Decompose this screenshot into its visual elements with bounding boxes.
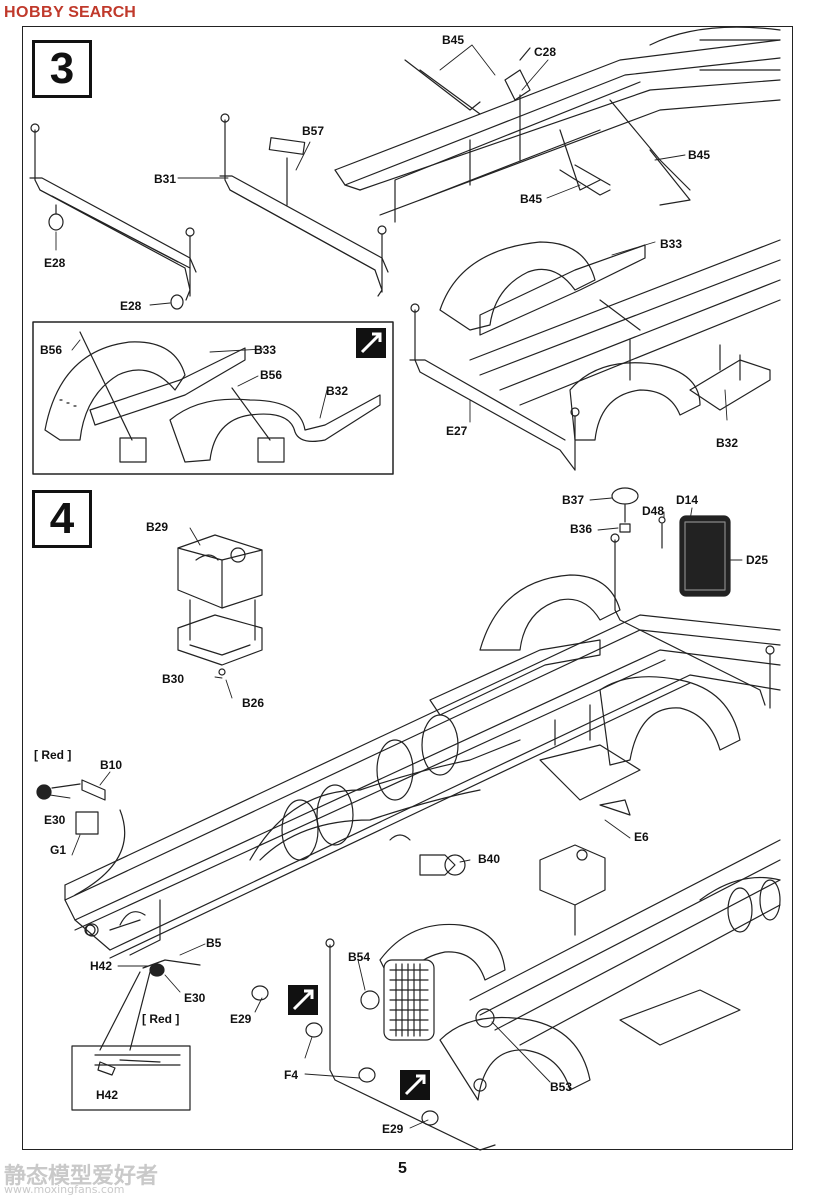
chassis-frame-step4 bbox=[64, 533, 781, 959]
label-b56-inset-right: B56 bbox=[260, 368, 283, 382]
label-e27: E27 bbox=[446, 424, 468, 438]
label-b45-lower: B45 bbox=[520, 192, 543, 206]
instruction-page-frame bbox=[22, 26, 793, 1150]
leader-lines bbox=[49, 44, 743, 1129]
inset-fenders bbox=[44, 331, 381, 463]
label-b31: B31 bbox=[154, 172, 177, 186]
label-d14: D14 bbox=[676, 493, 699, 507]
label-b32-chassis: B32 bbox=[716, 436, 739, 450]
label-e30-right: E30 bbox=[184, 991, 206, 1005]
logo-brand: HOBBY bbox=[4, 4, 65, 21]
step-3-number: 3 bbox=[32, 40, 92, 98]
front-rail-middle bbox=[219, 113, 389, 297]
b40-part bbox=[389, 834, 466, 876]
fuel-tank-b29 bbox=[177, 534, 263, 641]
label-c28: C28 bbox=[534, 45, 557, 59]
radiator-d25 bbox=[679, 515, 731, 597]
label-red-bottom: [ Red ] bbox=[142, 1012, 180, 1026]
label-b5: B5 bbox=[206, 936, 222, 950]
label-e29-left: E29 bbox=[230, 1012, 252, 1026]
label-e28-bottom: E28 bbox=[120, 299, 142, 313]
label-e29-bottom: E29 bbox=[382, 1122, 404, 1136]
label-f4: F4 bbox=[284, 1068, 299, 1082]
label-b29: B29 bbox=[146, 520, 169, 534]
label-d48: D48 bbox=[642, 504, 665, 518]
label-b33-chassis: B33 bbox=[660, 237, 683, 251]
label-b37: B37 bbox=[562, 493, 585, 507]
hobby-search-logo: HOBBY SEARCH bbox=[4, 4, 136, 22]
arrow-icons bbox=[288, 328, 430, 1100]
label-e30-left: E30 bbox=[44, 813, 66, 827]
label-e6: E6 bbox=[634, 830, 649, 844]
page-number: 5 bbox=[398, 1160, 407, 1177]
label-b36: B36 bbox=[570, 522, 593, 536]
watermark-url: www.moxingfans.com bbox=[4, 1183, 125, 1196]
label-h42: H42 bbox=[90, 959, 113, 973]
rear-lamp-parts bbox=[36, 779, 201, 1051]
chassis-frame-step3 bbox=[334, 26, 781, 223]
label-b45-right: B45 bbox=[688, 148, 711, 162]
front-rail-left bbox=[29, 123, 197, 310]
label-b54: B54 bbox=[348, 950, 371, 964]
inset-h42 bbox=[94, 1054, 181, 1076]
label-b33-inset: B33 bbox=[254, 343, 277, 357]
label-e28-left: E28 bbox=[44, 256, 66, 270]
label-b45-top: B45 bbox=[442, 33, 465, 47]
front-assembly-step4 bbox=[251, 839, 781, 1151]
watermark-title: 静态模型爱好者 bbox=[4, 1164, 159, 1189]
step-4-number: 4 bbox=[32, 490, 92, 548]
label-b53: B53 bbox=[550, 1080, 573, 1094]
logo-search: SEARCH bbox=[68, 4, 136, 21]
tank-bracket-b30 bbox=[177, 614, 263, 676]
label-g1: G1 bbox=[50, 843, 67, 857]
label-b40: B40 bbox=[478, 852, 501, 866]
label-red-top: [ Red ] bbox=[34, 748, 72, 762]
small-parts-top-right bbox=[611, 487, 666, 549]
label-b26: B26 bbox=[242, 696, 265, 710]
label-b30: B30 bbox=[162, 672, 185, 686]
label-b10: B10 bbox=[100, 758, 123, 772]
label-b57: B57 bbox=[302, 124, 325, 138]
label-b32-inset: B32 bbox=[326, 384, 349, 398]
label-h42-inset: H42 bbox=[96, 1088, 119, 1102]
chassis-with-fenders-step3 bbox=[409, 239, 781, 471]
label-d25: D25 bbox=[746, 553, 769, 567]
label-b56-inset-left: B56 bbox=[40, 343, 63, 357]
